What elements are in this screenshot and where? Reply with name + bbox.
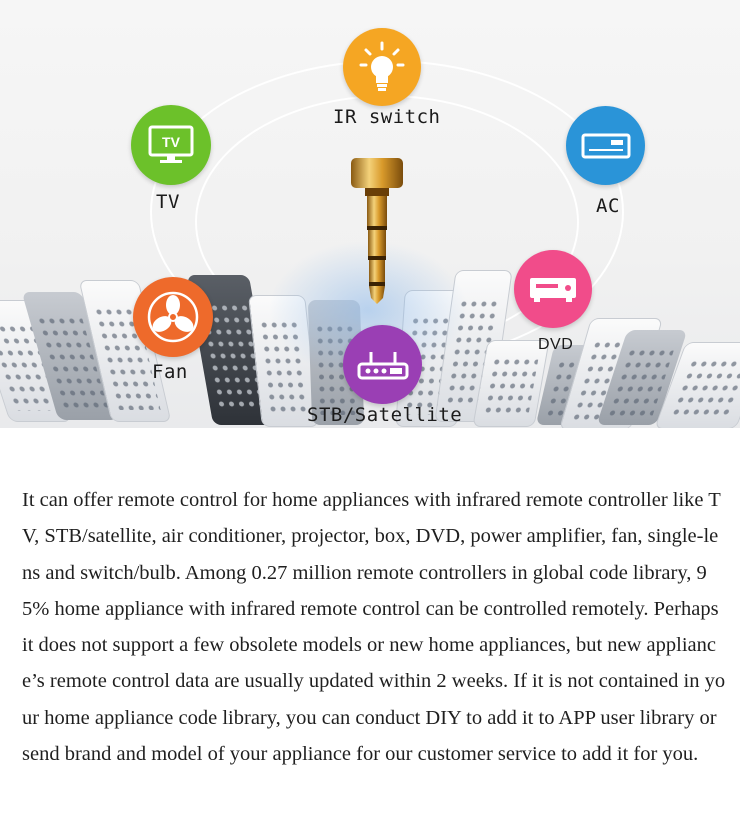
stb-label: STB/Satellite: [307, 404, 463, 426]
dvd-player-icon: [530, 278, 576, 302]
ac-label: AC: [596, 195, 620, 217]
ir-switch-icon-circle: [343, 28, 421, 106]
ir-plug-image: [351, 158, 403, 304]
fan-icon: [147, 291, 199, 343]
stb-icon-circle: [343, 325, 422, 404]
dvd-label: DVD: [538, 336, 574, 353]
tv-icon: TV: [148, 125, 194, 163]
router-icon: [357, 351, 408, 379]
product-description: It can offer remote control for home app…: [22, 489, 726, 766]
ir-switch-label: IR switch: [333, 106, 441, 128]
ac-icon-circle: [566, 106, 645, 185]
dvd-icon-circle: [514, 250, 592, 328]
tv-icon-circle: TV: [131, 105, 211, 185]
lightbulb-icon: [359, 41, 405, 91]
product-banner: IR switch TV TV AC Fan: [0, 0, 740, 428]
fan-label: Fan: [152, 361, 188, 383]
tv-label: TV: [156, 191, 180, 213]
svg-text:TV: TV: [162, 134, 181, 150]
fan-icon-circle: [133, 277, 213, 357]
air-conditioner-icon: [581, 133, 630, 158]
